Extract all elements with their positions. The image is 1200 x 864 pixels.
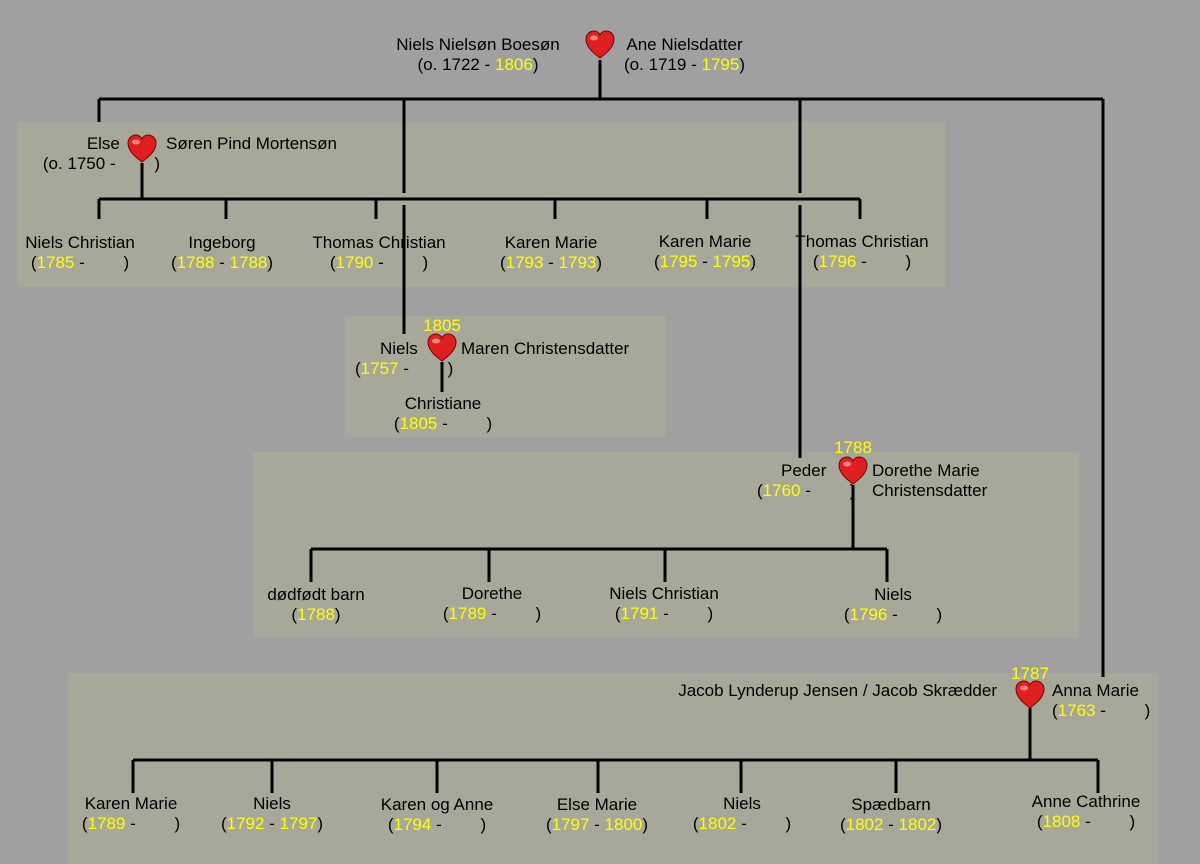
child-niels-1802: Niels (1802 - ) (692, 794, 792, 833)
child-christiane-1805: Christiane (1805 - ) (393, 394, 493, 433)
child-niels-christian-1791: Niels Christian (1791 - ) (609, 584, 719, 623)
root-marriage-heart-icon (585, 30, 615, 59)
child-niels-1792: Niels (1792 - 1797) (220, 794, 324, 833)
child-niels-1796: Niels (1796 - ) (843, 585, 943, 624)
person-jacob-lynderup-jensen: Jacob Lynderup Jensen / Jacob Skrædder (678, 681, 997, 700)
child-niels-christian-1785: Niels Christian (1785 - ) (25, 233, 135, 272)
person-peder-1760: Peder (1760 - ) (757, 461, 856, 500)
child-karen-marie-1789: Karen Marie (1789 - ) (81, 794, 181, 833)
anna-marriage-heart-icon (1015, 680, 1045, 709)
person-maren-christensdatter: Maren Christensdatter (461, 339, 630, 358)
niels-family-panel (345, 316, 666, 437)
child-karen-marie-1793: Karen Marie (1793 - 1793) (499, 233, 603, 272)
peder-marriage-heart-icon (838, 456, 868, 485)
niels-marriage-year: 1805 (423, 316, 461, 335)
person-niels-1757: Niels (1757 - ) (355, 339, 454, 378)
person-niels-nielson-boeson: Niels Nielsøn Boesøn (o. 1722 - 1806) (396, 35, 560, 74)
person-anna-marie-1763: Anna Marie (1763 - ) (1052, 681, 1151, 720)
person-ane-nielsdatter: Ane Nielsdatter (o. 1719 - 1795) (624, 35, 746, 74)
else-marriage-heart-icon (127, 134, 157, 163)
person-else: Else (o. 1750 - ) (42, 134, 160, 173)
child-spaedbarn-1802: Spædbarn (1802 - 1802) (839, 795, 943, 834)
child-karen-marie-1795: Karen Marie (1795 - 1795) (653, 232, 757, 271)
child-thomas-christian-1790: Thomas Christian (1790 - ) (312, 233, 446, 272)
peder-family-panel (253, 452, 1079, 638)
anna-marriage-year: 1787 (1011, 664, 1049, 683)
person-dorethe-marie-christensdatter: Dorethe Marie Christensdatter (872, 461, 988, 500)
child-ingeborg-1788: Ingeborg (1788 - 1788) (170, 233, 274, 272)
peder-marriage-year: 1788 (834, 438, 872, 457)
child-thomas-christian-1796: Thomas Christian (1796 - ) (795, 232, 929, 271)
child-else-marie-1797: Else Marie (1797 - 1800) (545, 795, 649, 834)
child-dodfodt-barn-1788: dødfødt barn (1788) (267, 585, 365, 624)
niels-marriage-heart-icon (427, 333, 457, 362)
child-karen-og-anne-1794: Karen og Anne (1794 - ) (380, 795, 494, 834)
anna-family-panel (68, 673, 1158, 864)
person-soren-pind-mortensen: Søren Pind Mortensøn (166, 134, 338, 153)
else-family-panel (17, 122, 945, 287)
child-anne-cathrine-1808: Anne Cathrine (1808 - ) (1031, 792, 1141, 831)
child-dorethe-1789: Dorethe (1789 - ) (442, 584, 542, 623)
